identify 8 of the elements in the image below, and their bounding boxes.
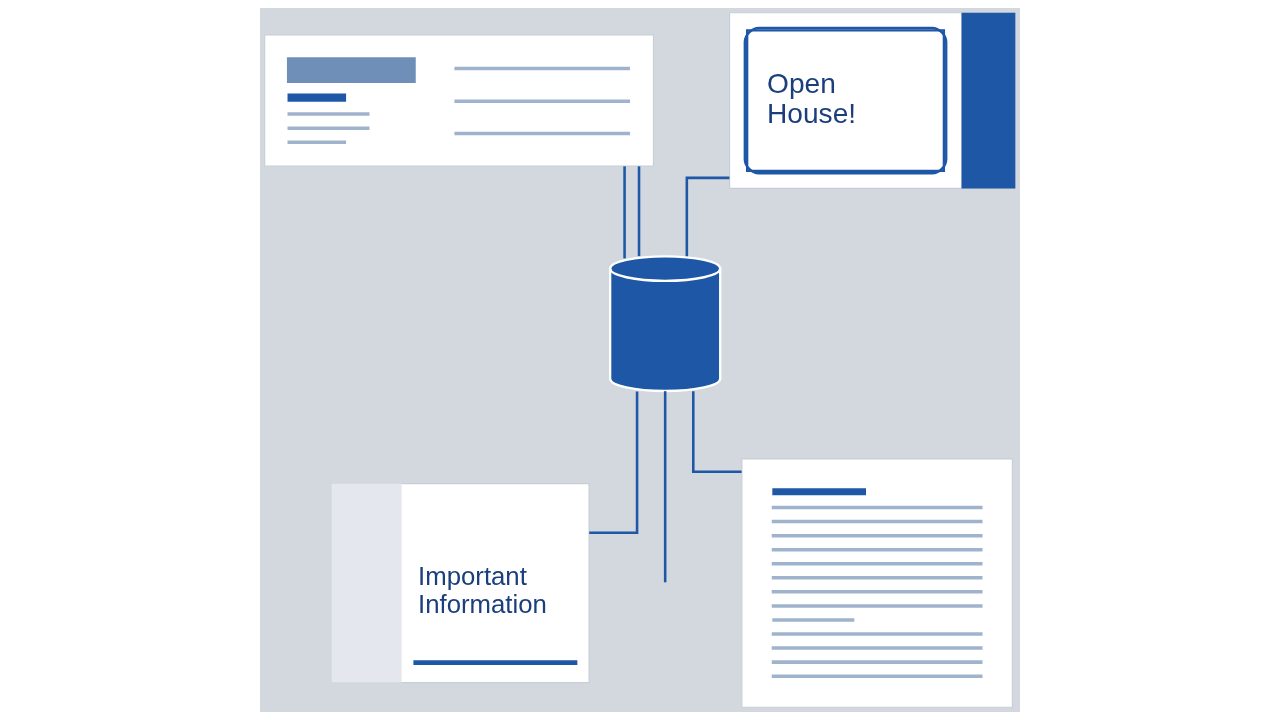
- connector: [685, 176, 730, 257]
- connector: [637, 166, 641, 257]
- connector: [692, 391, 742, 474]
- connector: [663, 391, 667, 583]
- connector: [623, 166, 626, 259]
- node-box: [741, 458, 1013, 708]
- node-box: [264, 34, 655, 167]
- connector: [589, 391, 639, 534]
